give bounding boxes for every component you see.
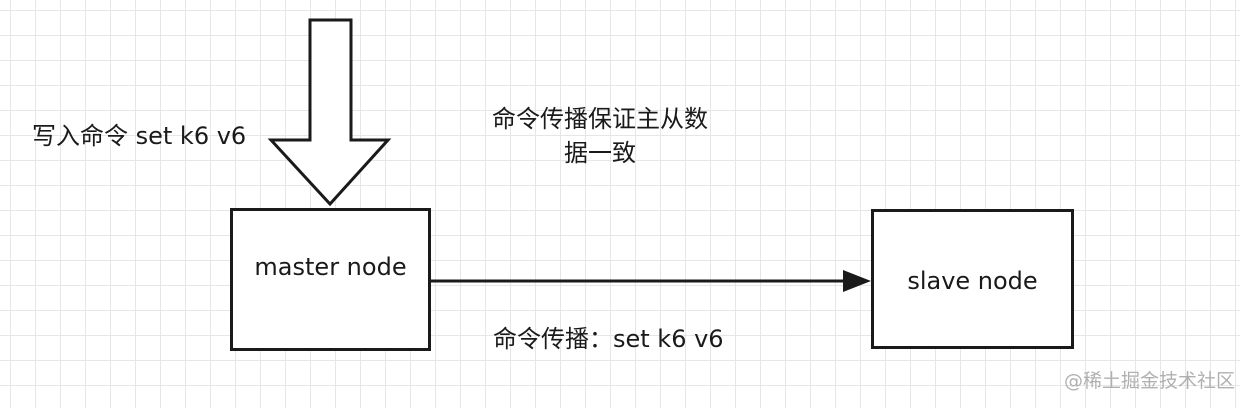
slave-node-label: slave node bbox=[907, 267, 1038, 295]
slave-node: slave node bbox=[871, 209, 1074, 349]
right-arrow-icon bbox=[843, 270, 871, 292]
watermark: @稀土掘金技术社区 bbox=[1064, 370, 1236, 392]
propagation-note-line1: 命令传播保证主从数 bbox=[492, 105, 708, 133]
master-node: master node bbox=[230, 208, 431, 351]
propagation-label: 命令传播：set k6 v6 bbox=[493, 325, 724, 353]
propagation-note: 命令传播保证主从数 据一致 bbox=[480, 103, 720, 170]
down-arrow-icon bbox=[267, 18, 392, 207]
write-command-label: 写入命令 set k6 v6 bbox=[32, 122, 247, 150]
master-node-label: master node bbox=[254, 253, 407, 281]
propagation-note-line2: 据一致 bbox=[564, 138, 636, 167]
